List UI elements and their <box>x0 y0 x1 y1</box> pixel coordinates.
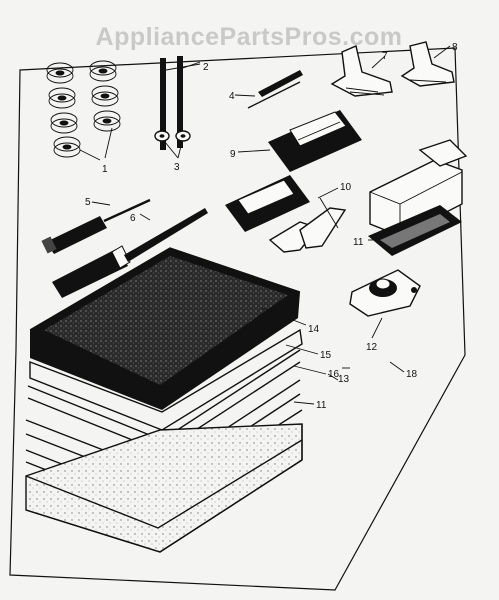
callout-13: 13 <box>338 374 350 385</box>
callout-4: 4 <box>229 91 235 102</box>
cam-illustration <box>349 269 421 339</box>
callout-9: 9 <box>230 149 236 160</box>
callout-11-top: 11 <box>353 237 364 248</box>
leader-lines <box>261 307 405 405</box>
callout-2: 2 <box>203 62 209 73</box>
callout-1: 1 <box>102 164 108 175</box>
kit-outline <box>9 47 466 591</box>
accessory-box-10-illustration <box>225 175 347 253</box>
case-base-illustration <box>25 423 303 553</box>
callout-7: 7 <box>382 51 388 62</box>
presser-foot-7-illustration <box>330 45 393 97</box>
callout-3: 3 <box>174 162 180 173</box>
callout-15: 15 <box>320 350 332 361</box>
callout-11-bottom: 11 <box>316 400 327 411</box>
buttonhole-attachment-illustration <box>368 139 468 256</box>
large-screwdriver-illustration <box>52 208 208 298</box>
callout-5: 5 <box>85 197 91 208</box>
callout-labels: 1 2 3 4 5 6 7 8 9 10 11 12 13 14 15 16 1… <box>85 42 458 411</box>
callout-8: 8 <box>452 42 458 53</box>
callout-18: 18 <box>406 369 418 380</box>
presser-foot-8-illustration <box>400 41 455 87</box>
callout-12: 12 <box>366 342 378 353</box>
needle-pack-illustration <box>237 110 362 172</box>
case-lid-illustration <box>29 247 301 410</box>
callout-10: 10 <box>340 182 352 193</box>
callout-14: 14 <box>308 324 320 335</box>
callout-16: 16 <box>328 369 340 380</box>
callout-6: 6 <box>130 213 136 224</box>
bobbins-illustration <box>46 60 121 161</box>
spool-pins-illustration <box>160 56 201 150</box>
seam-ripper-illustration <box>234 70 303 109</box>
screwdriver-illustration <box>41 198 151 254</box>
watermark: AppliancePartsPros.com <box>96 23 403 51</box>
spool-felts-illustration <box>154 130 191 159</box>
